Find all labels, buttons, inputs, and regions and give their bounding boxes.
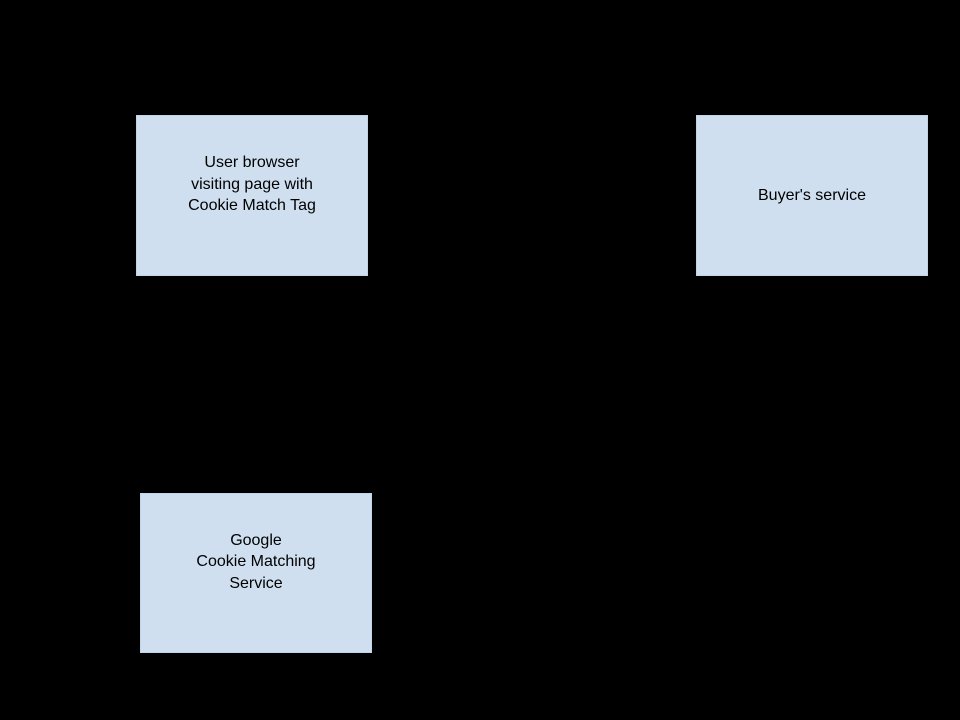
node-google-cookie-matching-service[interactable]: Google Cookie Matching Service [140, 493, 372, 653]
node-user-browser[interactable]: User browser visiting page with Cookie M… [136, 115, 368, 276]
node-google-cookie-matching-service-label: Google Cookie Matching Service [196, 531, 316, 592]
node-user-browser-label: User browser visiting page with Cookie M… [188, 154, 316, 215]
node-buyers-service[interactable]: Buyer's service [696, 115, 928, 276]
node-buyers-service-label: Buyer's service [758, 186, 866, 204]
